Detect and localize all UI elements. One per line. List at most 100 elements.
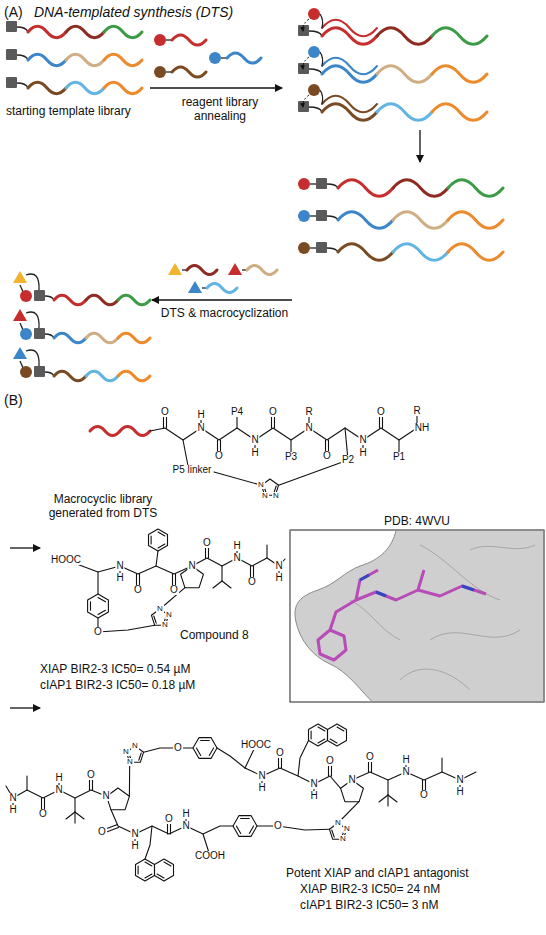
ring-bond bbox=[209, 748, 213, 756]
dna-strand bbox=[432, 104, 487, 121]
ring-bond bbox=[149, 529, 168, 551]
atom-label: H bbox=[54, 773, 63, 783]
bond-line bbox=[213, 581, 222, 588]
bond-line bbox=[221, 566, 222, 581]
reagent-circle bbox=[308, 46, 320, 58]
atom-label: N bbox=[54, 785, 63, 795]
atom-label: HOOC bbox=[240, 740, 272, 750]
reagent-triangle bbox=[13, 347, 27, 359]
ring-bond bbox=[311, 731, 312, 739]
ring-bond bbox=[136, 859, 155, 881]
reagent-triangle bbox=[188, 281, 202, 293]
dna-strand bbox=[338, 180, 393, 197]
reagent-circle bbox=[20, 290, 32, 302]
figure-text: cIAP1 BIR2-3 IC50= 0.18 µM bbox=[40, 678, 195, 692]
ring-bond bbox=[330, 739, 337, 743]
linker-line bbox=[320, 52, 323, 66]
dna-strand bbox=[322, 58, 377, 75]
linker-line bbox=[309, 69, 322, 74]
figure-text: Compound 8 bbox=[180, 628, 249, 642]
ligand-sticks bbox=[318, 570, 486, 660]
dna-strand bbox=[377, 104, 432, 121]
dna-strand bbox=[322, 20, 377, 37]
ring-bond bbox=[90, 602, 91, 611]
ring-bond bbox=[193, 738, 217, 759]
figure-text: (A) bbox=[4, 4, 23, 21]
linker-line bbox=[320, 14, 323, 28]
bond-line bbox=[279, 460, 348, 485]
bond-line bbox=[74, 812, 75, 823]
atom-label: O bbox=[214, 451, 224, 461]
figure-text: (B) bbox=[4, 392, 23, 409]
atom-label: O bbox=[173, 743, 183, 753]
ring-bond bbox=[158, 544, 165, 548]
linker-line bbox=[327, 248, 338, 252]
atom-label: H bbox=[455, 787, 464, 797]
atom-label: O bbox=[325, 756, 335, 766]
atom-label: O bbox=[202, 538, 212, 548]
ring-bond bbox=[154, 616, 156, 623]
atom-label: N bbox=[115, 561, 124, 571]
bond-line bbox=[222, 581, 231, 588]
dna-strand bbox=[104, 26, 142, 37]
reagent-circle bbox=[20, 366, 32, 378]
atom-label: O bbox=[273, 821, 283, 831]
linker-line bbox=[310, 183, 316, 184]
template-block bbox=[34, 290, 45, 301]
reagent-circle bbox=[209, 52, 221, 64]
dna-strand bbox=[86, 295, 118, 305]
step-arrow bbox=[150, 87, 282, 88]
dna-strand bbox=[54, 371, 86, 381]
linker-line bbox=[327, 184, 338, 188]
ring-bond bbox=[151, 536, 152, 544]
template-block bbox=[6, 21, 17, 32]
dna-strand bbox=[432, 66, 487, 83]
dna-strand bbox=[187, 266, 217, 275]
atom-label: N bbox=[257, 771, 266, 781]
atom-label: H bbox=[130, 841, 139, 851]
dna-strand bbox=[28, 26, 66, 37]
ring-bond bbox=[138, 866, 139, 874]
dna-strand bbox=[448, 180, 503, 197]
figure-text: cIAP1 BIR2-3 IC50= 3 nM bbox=[300, 898, 438, 912]
dna-strand bbox=[66, 26, 104, 37]
template-block bbox=[316, 210, 327, 221]
protein-surface bbox=[291, 531, 544, 702]
dna-strand bbox=[172, 35, 206, 45]
template-block bbox=[6, 77, 17, 88]
atom-label: N bbox=[274, 561, 283, 571]
atom-label: H bbox=[8, 805, 17, 815]
atom-label: NH bbox=[414, 423, 430, 433]
atom-label: N bbox=[232, 553, 241, 563]
ring-bond bbox=[249, 826, 253, 834]
linker-line bbox=[320, 90, 323, 104]
step-arrow bbox=[10, 547, 40, 548]
dna-strand bbox=[393, 244, 448, 261]
atom-label: R bbox=[304, 407, 313, 417]
bond-line bbox=[214, 472, 261, 485]
atom-label: O bbox=[275, 748, 285, 758]
atom-label: O bbox=[169, 585, 179, 595]
ring-bond bbox=[145, 862, 152, 866]
atom-label: N bbox=[156, 605, 164, 613]
atom-label: H bbox=[181, 809, 190, 819]
bond-line bbox=[97, 572, 98, 594]
dna-strand bbox=[118, 371, 150, 381]
atom-label: N bbox=[8, 793, 17, 803]
atom-label: O bbox=[164, 814, 174, 824]
atom-label: N bbox=[131, 742, 139, 750]
linker-line bbox=[310, 215, 316, 216]
dna-strand bbox=[377, 66, 432, 83]
dna-strand bbox=[90, 427, 120, 436]
atom-label: N bbox=[272, 492, 280, 500]
atom-label: COOH bbox=[194, 851, 226, 861]
atom-label: P2 bbox=[341, 455, 355, 465]
bond-line bbox=[379, 795, 388, 802]
bond-line bbox=[6, 786, 107, 798]
atom-label: N bbox=[401, 767, 410, 777]
ring-bond bbox=[98, 597, 106, 601]
figure-text: XIAP BIR2-3 IC50= 0.54 µM bbox=[40, 662, 190, 676]
reagent-circle bbox=[154, 34, 166, 46]
ring-bond bbox=[157, 874, 164, 878]
